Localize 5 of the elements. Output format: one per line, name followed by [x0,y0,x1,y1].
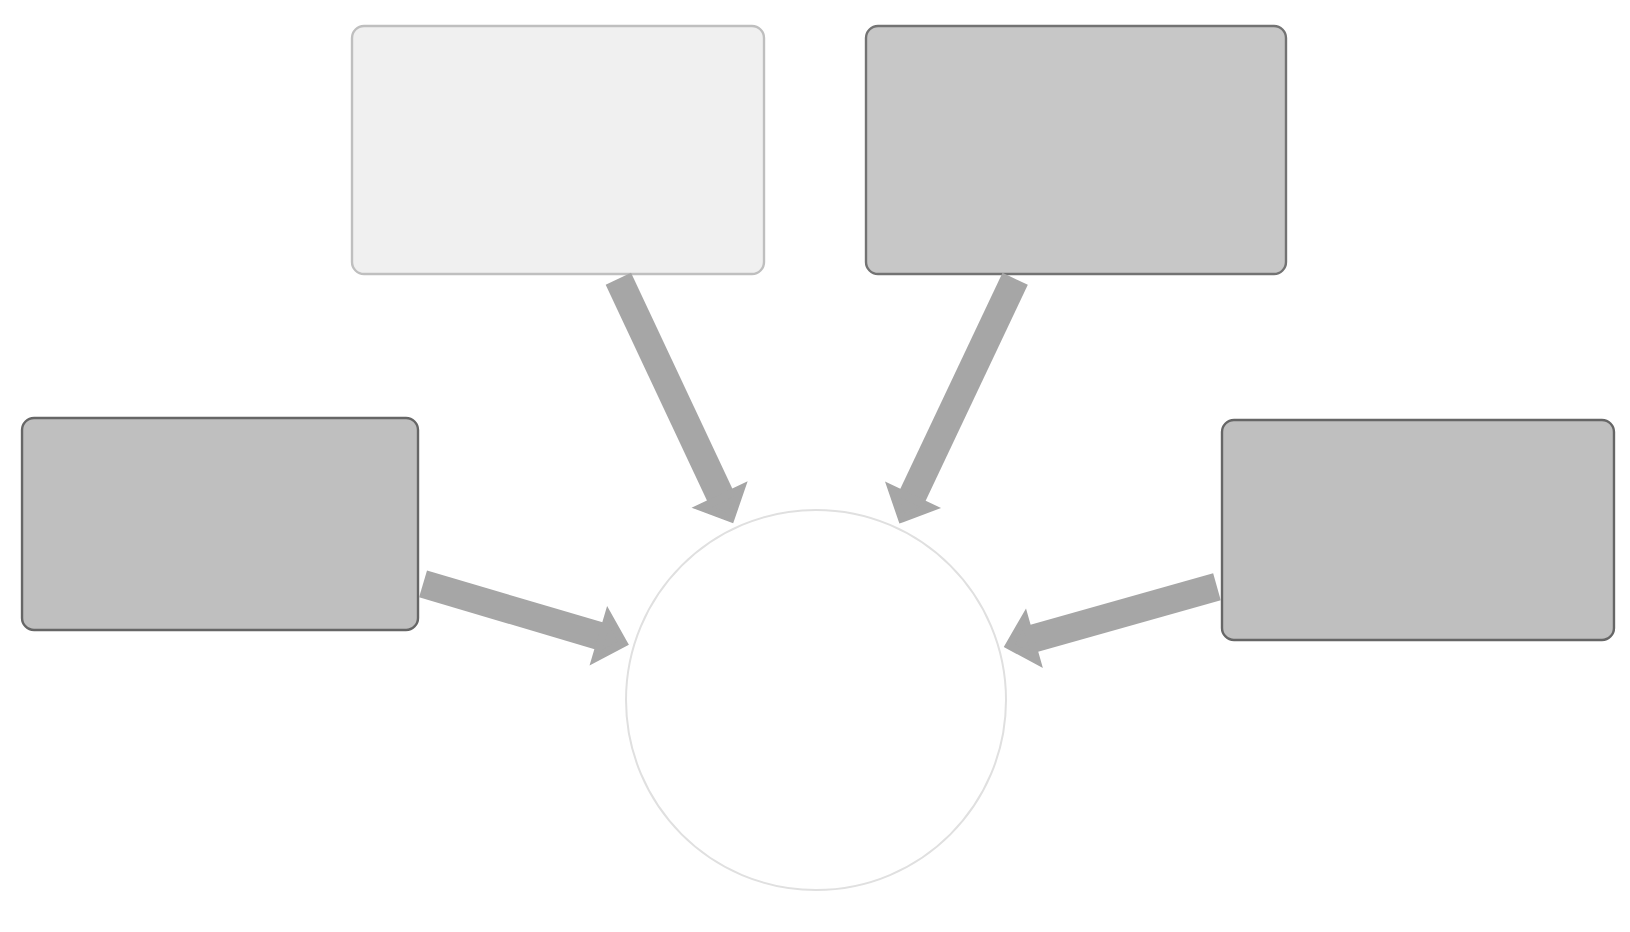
text-box [1220,418,1616,642]
text-box [350,24,766,276]
text-box [20,416,420,632]
center-circle [625,509,1007,891]
text-box [864,24,1288,276]
